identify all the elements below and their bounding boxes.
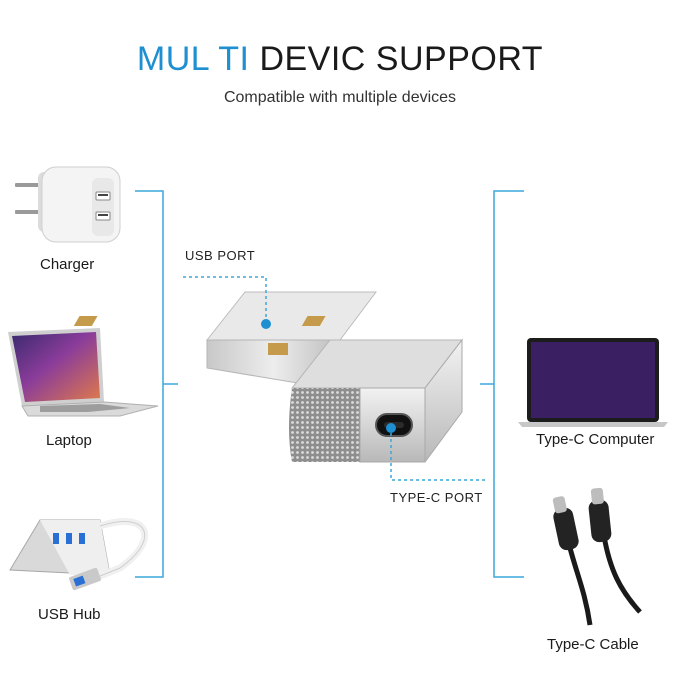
title-accent: MUL TI (136, 40, 250, 78)
laptop-label: Laptop (46, 432, 92, 449)
laptop-image (8, 328, 159, 417)
adapter-image (73, 291, 464, 463)
typec-port-label: TYPE-C PORT (390, 490, 483, 505)
usb-hub-image (9, 518, 149, 591)
charger-label: Charger (40, 256, 95, 273)
right-bracket (480, 190, 524, 578)
charger-image (15, 166, 121, 243)
page-title: MUL TI DEVIC SUPPORT (0, 40, 680, 79)
usb-port-label: USB PORT (185, 248, 256, 263)
left-bracket (135, 190, 178, 578)
computer-label: Type-C Computer (536, 431, 655, 448)
title-main: DEVIC SUPPORT (259, 40, 544, 78)
cable-label: Type-C Cable (547, 636, 639, 653)
page-subtitle: Compatible with multiple devices (223, 89, 457, 106)
usb-port-callout (183, 276, 271, 329)
computer-image (518, 338, 668, 427)
typec-port-callout (386, 423, 488, 481)
cable-image (552, 487, 642, 626)
usb-hub-label: USB Hub (38, 606, 101, 623)
